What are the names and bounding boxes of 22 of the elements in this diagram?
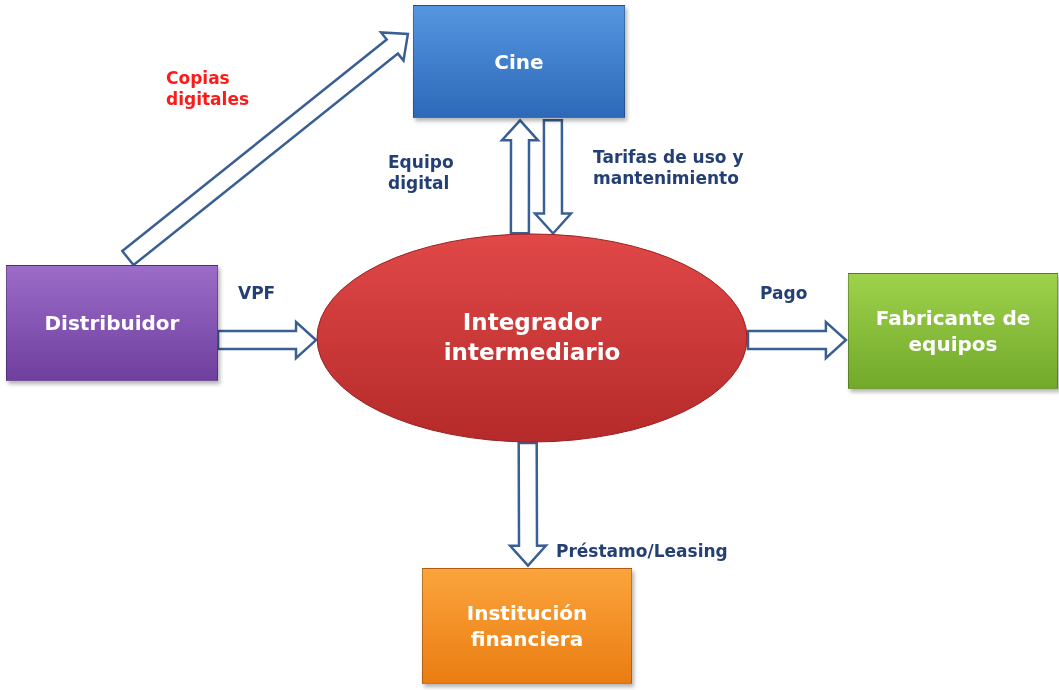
edge-label: Préstamo/Leasing: [556, 541, 729, 563]
process-box: [413, 5, 625, 118]
edge-label: Pago: [760, 283, 809, 305]
block-arrow: [746, 319, 848, 361]
edge-label: Tarifas de uso y mantenimiento: [593, 147, 745, 190]
process-box: [848, 273, 1058, 389]
node-label: Fabricante de equipos: [874, 305, 1032, 357]
block-arrow: [499, 118, 541, 235]
block-arrow: [120, 31, 410, 267]
edge-label: Equipo digital: [388, 152, 455, 195]
block-arrow: [532, 118, 574, 236]
process-ellipse: [316, 233, 748, 443]
process-box: [422, 568, 632, 684]
block-arrow: [216, 319, 318, 361]
edge-label: VPF: [238, 283, 277, 305]
edge-label: Copias digitales: [166, 68, 251, 111]
node-label: Cine: [494, 48, 544, 75]
block-arrow: [507, 441, 549, 568]
node-label: Institución financiera: [465, 600, 589, 652]
node-label: Distribuidor: [44, 310, 180, 336]
process-box: [6, 265, 218, 381]
node-label: Integrador intermediario: [442, 308, 622, 367]
